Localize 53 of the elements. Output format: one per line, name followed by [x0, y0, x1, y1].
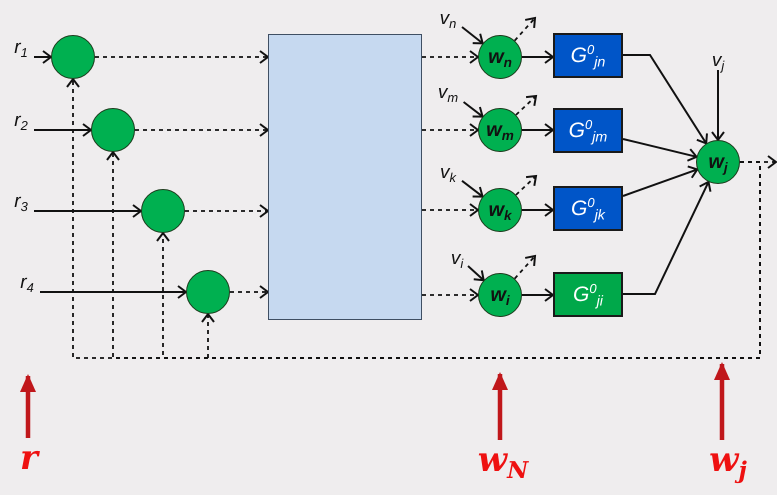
arrow	[467, 265, 485, 282]
dashed-arrow	[135, 123, 269, 137]
arrow	[492, 372, 508, 440]
arrow	[622, 138, 698, 162]
dashed-arrow	[95, 50, 269, 64]
arrow	[34, 204, 142, 218]
arrow	[711, 70, 725, 141]
arrow	[622, 165, 698, 197]
signal-circle: w$_{i}$	[478, 273, 522, 317]
signal-circle	[51, 35, 95, 79]
arrow	[522, 203, 554, 217]
dashed-arrow	[422, 203, 479, 217]
signal-label: w$_{N}$	[468, 440, 538, 488]
signal-circle: w$_{m}$	[478, 108, 522, 152]
dashed-arrow	[514, 17, 536, 42]
arrow	[34, 123, 92, 137]
signal-label: w$_{j}$	[696, 440, 760, 492]
signal-circle	[186, 270, 230, 314]
arrow	[623, 180, 712, 295]
arrow	[522, 50, 554, 64]
dashed-arrow	[422, 123, 479, 137]
network-block	[268, 34, 422, 320]
arrow	[461, 180, 484, 198]
signal-label: v$_{m}$	[432, 78, 464, 102]
signal-label: r$_{3}$	[8, 190, 34, 211]
arrow	[522, 123, 554, 137]
arrow	[40, 285, 187, 299]
signal-circle: w$_{k}$	[478, 188, 522, 232]
signal-label: r$_{2}$	[8, 110, 34, 130]
dashed-arrow	[422, 50, 479, 64]
dashed-arrow	[230, 285, 269, 299]
arrow	[463, 101, 484, 118]
dashed-arrow	[515, 175, 537, 196]
dashed-arrow	[515, 95, 537, 116]
arrow	[20, 374, 36, 438]
signal-circle: w$_{n}$	[478, 35, 522, 79]
signal-label: r$_{4}$	[14, 270, 40, 292]
signal-label: r$_{1}$	[8, 36, 34, 57]
signal-circle: w$_{j}$	[696, 140, 740, 184]
arrow	[34, 50, 52, 64]
dashed-arrow	[422, 288, 479, 302]
signal-label: v$_{n}$	[434, 4, 462, 28]
signal-label: r	[12, 438, 46, 484]
arrow	[714, 362, 730, 440]
signal-circle	[141, 189, 185, 233]
signal-label: v$_{i}$	[446, 244, 468, 268]
signal-circle	[91, 108, 135, 152]
signal-label: v$_{k}$	[434, 158, 462, 182]
arrow	[623, 54, 708, 144]
dashed-arrow	[514, 255, 536, 280]
arrow	[461, 26, 484, 44]
dashed-arrow	[185, 204, 269, 218]
arrow	[522, 288, 554, 302]
